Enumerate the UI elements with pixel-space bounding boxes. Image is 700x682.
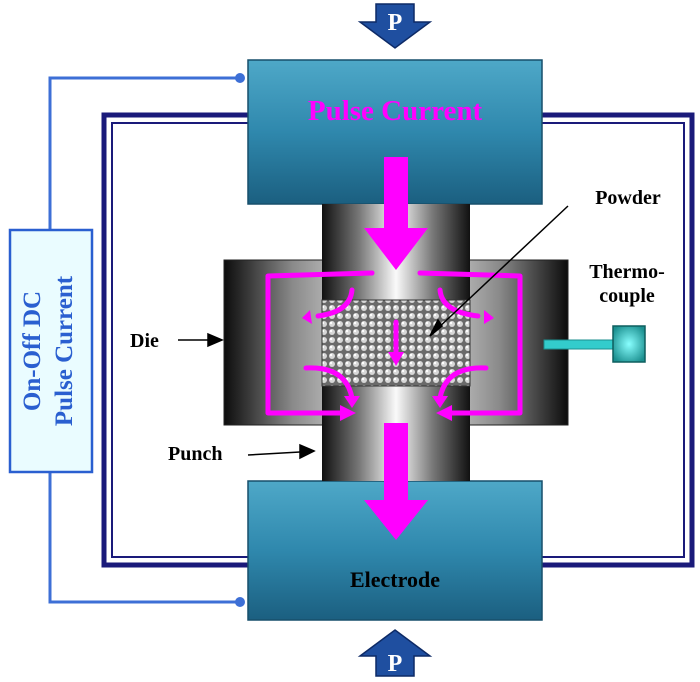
pressure-arrow-top: P: [357, 3, 433, 49]
current-flow-arrows: [265, 270, 523, 416]
pointer-lines: [178, 205, 569, 460]
pressure-label-bottom: P: [388, 651, 403, 677]
bottom-wire-terminal: [235, 597, 245, 607]
thermocouple-probe: [543, 339, 615, 350]
current-arrow-bottom: [364, 423, 428, 540]
pulse-current-label: Pulse Current: [308, 95, 483, 127]
power-supply-label-line2: Pulse Current: [51, 275, 78, 426]
thermocouple-head: [612, 325, 646, 363]
circuit-wires: [48, 76, 240, 604]
power-supply-box: [8, 228, 94, 474]
pressure-label-top: P: [388, 10, 403, 36]
power-supply-label-line1: On-Off DC: [19, 291, 46, 411]
thermocouple-label-line1: Thermo-: [589, 261, 665, 283]
current-flow-arrowheads: [302, 310, 494, 421]
pressure-arrow-bottom: P: [357, 629, 433, 677]
die-label: Die: [130, 330, 159, 352]
powder-label: Powder: [595, 187, 661, 209]
punch-label: Punch: [168, 443, 222, 465]
top-wire-terminal: [235, 73, 245, 83]
thermocouple-label-line2: couple: [599, 285, 655, 307]
electrode-label: Electrode: [350, 567, 440, 592]
current-arrow-top: [364, 157, 428, 270]
